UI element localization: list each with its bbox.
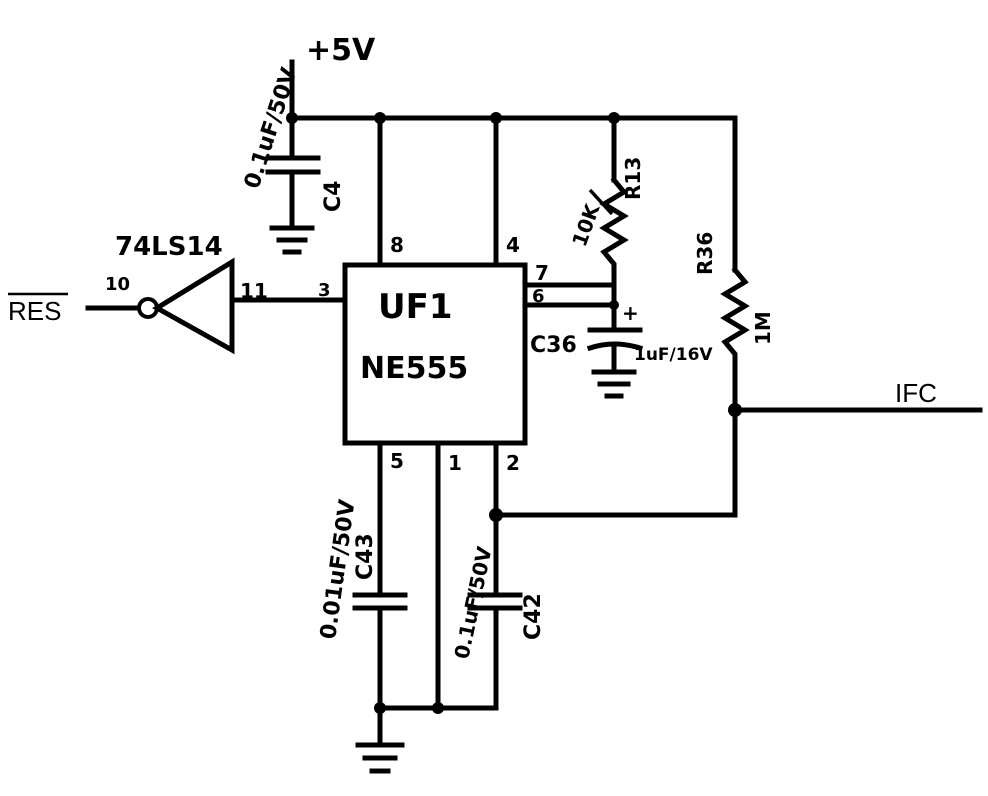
vcc-label: +5V	[306, 33, 376, 68]
res-input	[8, 292, 141, 311]
inverter-pin-out: 11	[240, 279, 268, 303]
r13-value-label: 10K	[567, 199, 605, 249]
pin-8-label: 8	[390, 233, 404, 257]
pin-2-label: 2	[506, 451, 520, 475]
res-label: RES	[8, 296, 61, 326]
inverter-part-label: 74LS14	[115, 232, 223, 262]
chip-part: NE555	[360, 351, 468, 386]
c36-ref-label: C36	[530, 333, 577, 358]
capacitor-c42	[467, 592, 523, 611]
bottom-wiring	[355, 440, 503, 774]
inverter-74ls14	[137, 257, 348, 355]
r13-ref-label: R13	[621, 157, 645, 200]
c4-ref-label: C4	[321, 181, 346, 212]
pin-5-label: 5	[390, 449, 404, 473]
pin-1-label: 1	[448, 451, 462, 475]
potentiometer-r13	[588, 176, 629, 273]
resistor-r36	[720, 266, 750, 413]
pin-6-label: 6	[532, 286, 545, 307]
c36-value-label: 1uF/16V	[634, 345, 713, 365]
chip-designator: UF1	[378, 287, 453, 327]
c43-ref-label: C43	[353, 533, 378, 580]
ne555-chip	[342, 262, 528, 446]
r36-ref-label: R36	[693, 232, 717, 275]
c42-value-label: 0.1uF/50V	[449, 544, 496, 661]
pin-7-label: 7	[535, 261, 549, 285]
ifc-output	[493, 403, 983, 518]
r36-value-label: 1M	[751, 311, 775, 345]
capacitor-c4	[265, 115, 321, 255]
capacitor-c36	[586, 327, 644, 399]
vcc-rail	[286, 59, 738, 273]
pin-3-label: 3	[318, 280, 331, 301]
c36-plus-sign: +	[622, 301, 639, 325]
inverter-pin-in: 10	[105, 274, 130, 295]
timing-network	[522, 267, 619, 333]
c42-ref-label: C42	[521, 593, 546, 640]
ifc-label: IFC	[895, 378, 937, 408]
capacitor-c43	[352, 592, 408, 611]
pin-4-label: 4	[506, 233, 520, 257]
